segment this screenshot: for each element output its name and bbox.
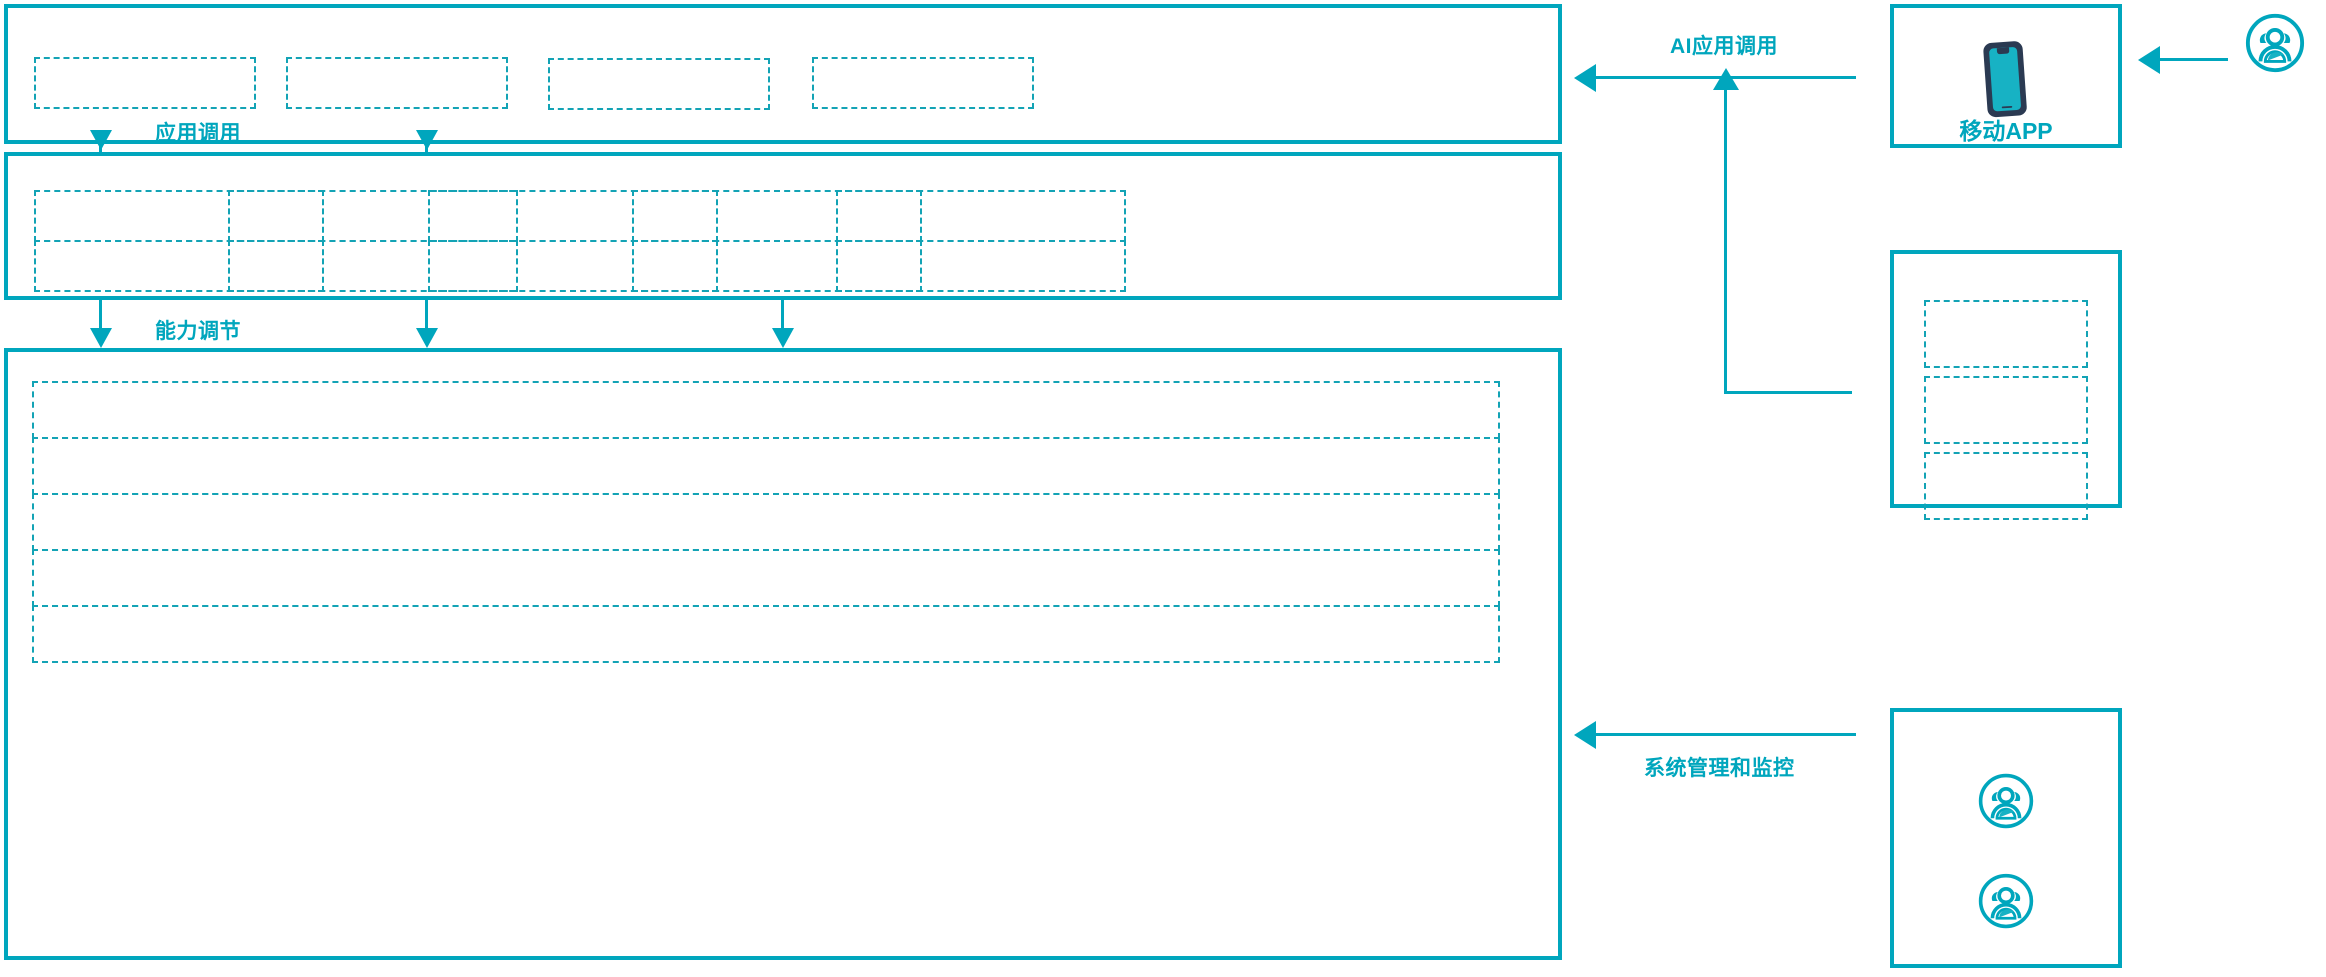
capability-box-r2c1[interactable] [34, 240, 324, 292]
application-box-4[interactable] [812, 57, 1034, 109]
platform-row-5[interactable] [32, 605, 1500, 663]
channel-panel [1890, 250, 2122, 508]
arrow-down-icon [416, 328, 438, 348]
capability-box-r2c4[interactable] [632, 240, 922, 292]
app-call-label: 应用调用 [155, 122, 241, 145]
user-group-icon [1978, 873, 2034, 929]
application-box-2[interactable] [286, 57, 508, 109]
application-box-3[interactable] [548, 58, 770, 110]
channel-box-1[interactable] [1924, 300, 2088, 368]
capability-box-r1c5[interactable] [836, 190, 1126, 242]
mobile-app-caption: 移动APP [1959, 118, 2053, 144]
system-monitor-line [1596, 733, 1856, 736]
channel-box-3[interactable] [1924, 452, 2088, 520]
user-group-icon [2245, 13, 2305, 73]
platform-row-2[interactable] [32, 437, 1500, 495]
capability-call-label: 能力调节 [155, 320, 241, 343]
arrow-left-icon [2138, 46, 2160, 74]
capability-call-connector-line-1 [99, 300, 102, 340]
capability-box-r2c3[interactable] [428, 240, 718, 292]
mobile-phone-icon [1983, 41, 2027, 118]
capability-layer-panel [4, 152, 1562, 300]
capability-box-r2c5[interactable] [836, 240, 1126, 292]
application-box-1[interactable] [34, 57, 256, 109]
ai-app-call-vertical-line [1724, 90, 1727, 394]
application-layer-panel [4, 4, 1562, 144]
platform-row-4[interactable] [32, 549, 1500, 607]
capability-call-connector-line-2 [425, 300, 428, 340]
arrow-down-icon [416, 130, 438, 150]
user-group-icon [1978, 773, 2034, 829]
arrow-down-icon [90, 328, 112, 348]
platform-row-1[interactable] [32, 381, 1500, 439]
platform-row-3[interactable] [32, 493, 1500, 551]
capability-call-connector-line-3 [781, 300, 784, 340]
ai-app-call-label: AI应用调用 [1670, 35, 1778, 58]
arrow-down-icon [90, 130, 112, 150]
arrow-left-icon [1574, 721, 1596, 749]
system-monitor-label: 系统管理和监控 [1644, 757, 1795, 780]
capability-box-r2c2[interactable] [228, 240, 518, 292]
arrow-left-icon [1574, 64, 1596, 92]
ai-app-call-return-line [1724, 391, 1852, 394]
arrow-down-icon [772, 328, 794, 348]
arrow-up-icon [1713, 68, 1739, 90]
mobile-app-actor-line [2160, 58, 2228, 61]
platform-layer-panel [4, 348, 1562, 960]
channel-box-2[interactable] [1924, 376, 2088, 444]
